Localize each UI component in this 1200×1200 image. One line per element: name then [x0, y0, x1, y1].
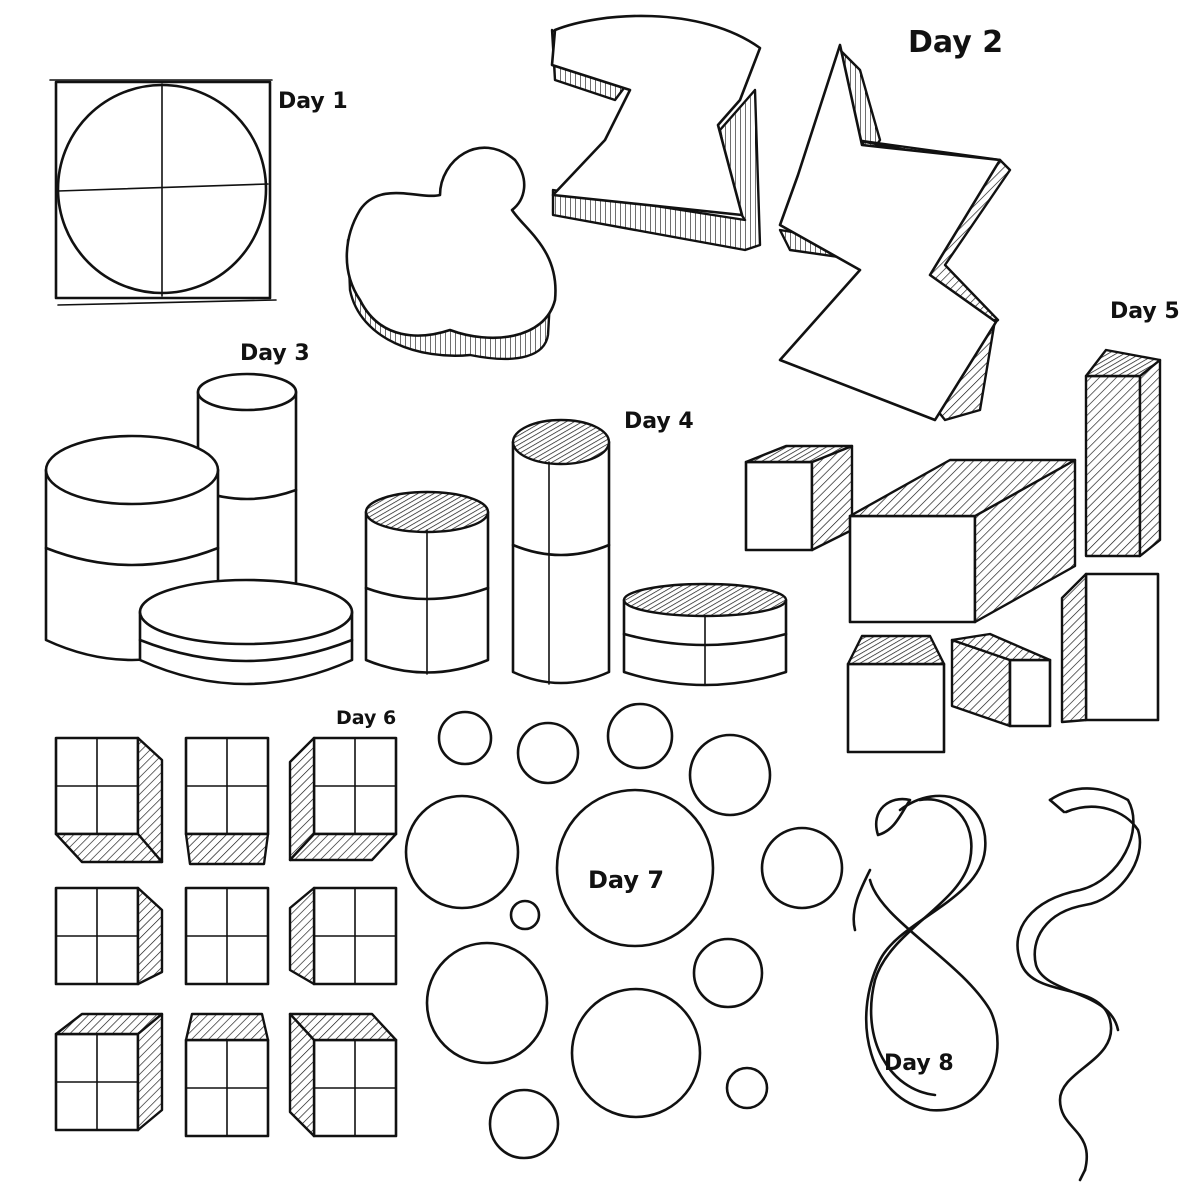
- day4-label: Day 4: [624, 409, 694, 434]
- day8-figure-eight-ribbon: [852, 794, 999, 1112]
- day3-cylinders: [44, 372, 354, 686]
- day6-cube-5: [184, 886, 270, 986]
- day6-cube-2: [184, 736, 270, 866]
- day2-lightning-shape: [778, 43, 1012, 422]
- day8-wavy-ribbon: [1016, 787, 1142, 1182]
- day3-label: Day 3: [240, 341, 310, 366]
- day2-blob-shape: [345, 146, 557, 361]
- day5-label: Day 5: [1110, 299, 1180, 324]
- day6-label: Day 6: [336, 707, 396, 729]
- day6-cube-6: [288, 886, 398, 986]
- day7-circles: [404, 702, 844, 1160]
- day4-shaded-cylinders: [364, 418, 788, 687]
- day2-label: Day 2: [908, 25, 1003, 60]
- day1-circle-in-square: [49, 79, 277, 306]
- day6-cube-4: [54, 886, 164, 986]
- day8-label: Day 8: [884, 1051, 954, 1076]
- day1-label: Day 1: [278, 89, 348, 114]
- day6-cube-grid: [54, 736, 398, 1138]
- day6-cube-1: [54, 736, 164, 864]
- day6-cube-7: [54, 1012, 164, 1132]
- day6-cube-3: [288, 736, 398, 862]
- day2-hourglass-shape: [550, 14, 762, 252]
- day6-cube-8: [184, 1012, 270, 1138]
- day5-boxes: [744, 348, 1162, 754]
- day7-label: Day 7: [588, 866, 664, 894]
- day6-cube-9: [288, 1012, 398, 1138]
